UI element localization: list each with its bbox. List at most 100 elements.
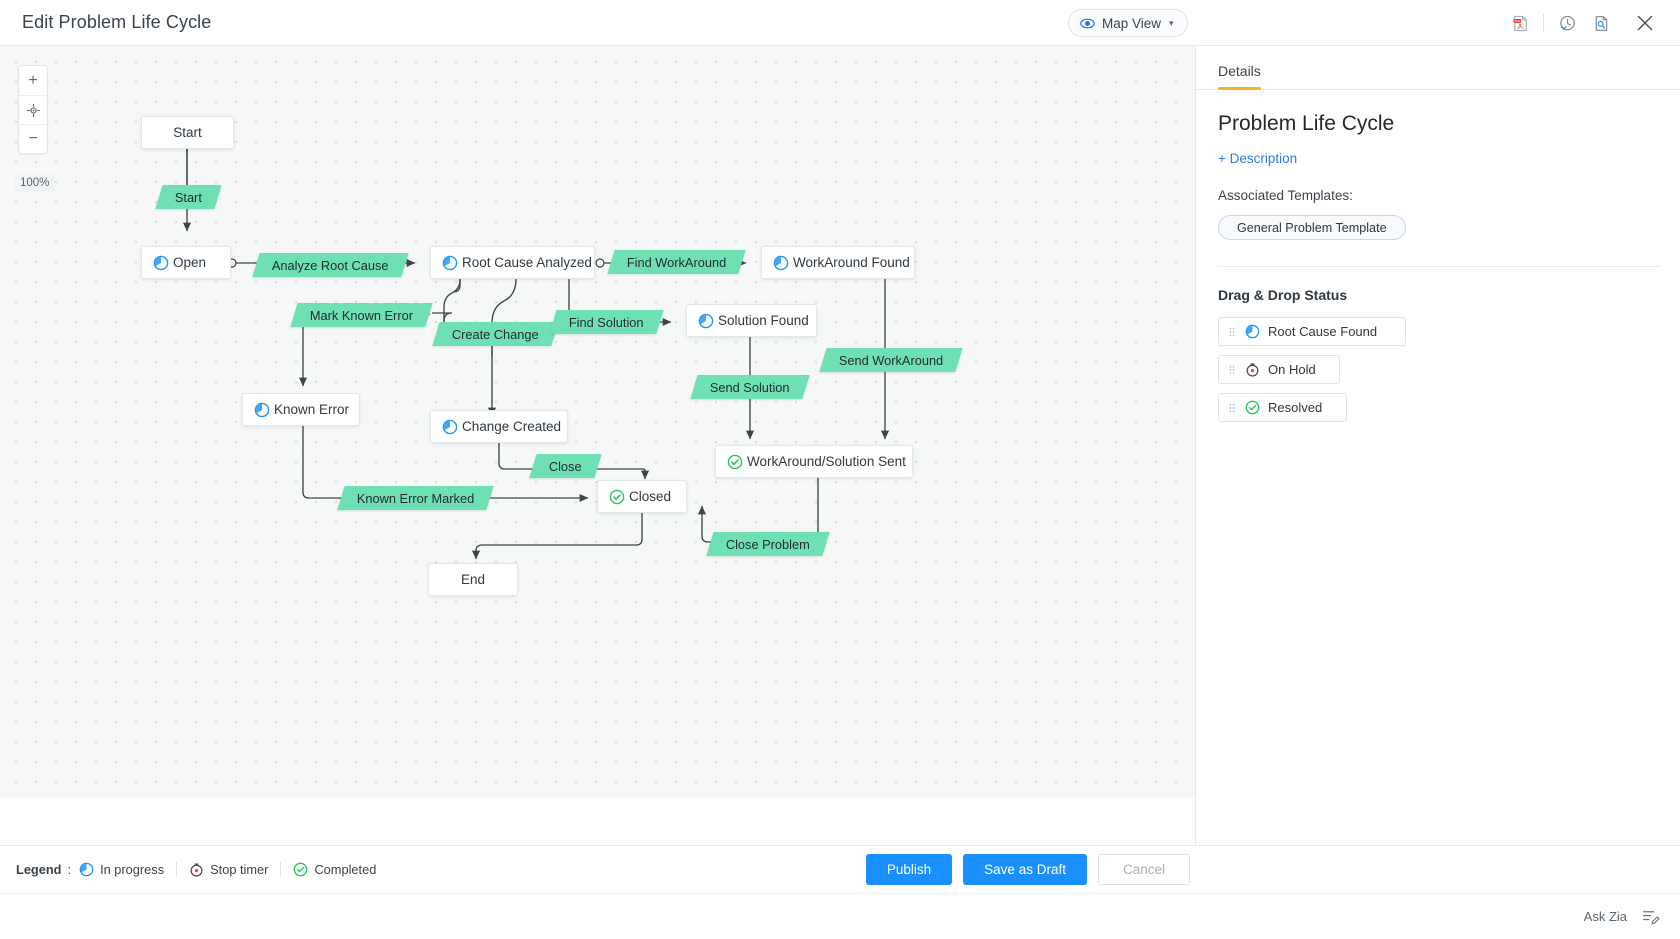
- details-panel: Details Problem Life Cycle + Description…: [1196, 46, 1680, 845]
- transition-label: Send Solution: [710, 379, 790, 395]
- footer-actions: Publish Save as Draft Cancel: [865, 854, 1190, 885]
- recenter-icon[interactable]: [19, 95, 47, 124]
- workflow-node-end[interactable]: End: [428, 563, 518, 596]
- completed-icon: [727, 454, 743, 470]
- zoom-out-button[interactable]: −: [19, 124, 47, 153]
- workflow-node-wafound[interactable]: WorkAround Found: [761, 246, 915, 279]
- transition-label: Known Error Marked: [357, 490, 475, 506]
- transition-chip[interactable]: Start: [155, 185, 222, 209]
- transition-label: Mark Known Error: [310, 307, 414, 323]
- save-as-draft-button[interactable]: Save as Draft: [963, 854, 1087, 885]
- transition-chip[interactable]: Analyze Root Cause: [252, 253, 409, 277]
- audit-log-icon[interactable]: [1584, 6, 1618, 40]
- workflow-node-closed[interactable]: Closed: [597, 480, 687, 513]
- stop-timer-icon: [189, 862, 204, 877]
- in-progress-icon: [442, 255, 458, 271]
- publish-button[interactable]: Publish: [865, 854, 953, 885]
- transition-chip[interactable]: Create Change: [432, 322, 559, 346]
- ask-zia-bar: Ask Zia: [0, 893, 1680, 939]
- panel-tab-bar: Details: [1196, 46, 1680, 90]
- add-description-link[interactable]: + Description: [1218, 151, 1298, 166]
- workflow-node-rca[interactable]: Root Cause Analyzed: [430, 246, 595, 279]
- history-icon[interactable]: [1550, 6, 1584, 40]
- legend-divider: [280, 862, 282, 877]
- in-progress-icon: [698, 313, 714, 329]
- transition-label: Start: [175, 189, 203, 205]
- zoom-in-button[interactable]: +: [28, 71, 38, 89]
- legend-label: Legend: [16, 862, 62, 877]
- workflow-node-solfound[interactable]: Solution Found: [686, 304, 817, 337]
- drag-drop-status-list: Root Cause Found On Hold: [1218, 317, 1658, 422]
- legend-item-label: Stop timer: [210, 862, 269, 877]
- transition-chip[interactable]: Find WorkAround: [607, 250, 747, 274]
- status-item-label: Root Cause Found: [1268, 324, 1378, 339]
- workflow-node-kerror[interactable]: Known Error: [242, 393, 360, 426]
- transition-label: Analyze Root Cause: [272, 257, 389, 273]
- app-header: Edit Problem Life Cycle Map View ▾ PDF: [0, 0, 1680, 46]
- cancel-button[interactable]: Cancel: [1097, 854, 1190, 885]
- legend-item-in-progress: In progress: [79, 862, 176, 877]
- transition-chip[interactable]: Send Solution: [690, 375, 810, 399]
- close-icon[interactable]: [1628, 6, 1662, 40]
- zoom-level-label: 100%: [14, 174, 56, 192]
- canvas-right-border: [1195, 46, 1196, 845]
- drag-handle-icon[interactable]: [1219, 402, 1245, 414]
- lifecycle-name: Problem Life Cycle: [1218, 112, 1395, 135]
- workflow-node-chgcre[interactable]: Change Created: [430, 410, 568, 443]
- map-view-dropdown[interactable]: Map View ▾: [1068, 9, 1188, 37]
- legend-item-completed: Completed: [281, 862, 388, 877]
- workflow-node-start[interactable]: Start: [141, 116, 234, 149]
- ask-zia-label[interactable]: Ask Zia: [1583, 909, 1627, 924]
- transition-chip[interactable]: Send WorkAround: [819, 348, 964, 372]
- in-progress-icon: [254, 402, 270, 418]
- legend-item-stop-timer: Stop timer: [177, 862, 280, 877]
- workflow-node-open[interactable]: Open: [141, 246, 231, 279]
- status-item-on-hold[interactable]: On Hold: [1218, 355, 1340, 384]
- workflow-node-wasent[interactable]: WorkAround/Solution Sent: [715, 445, 913, 478]
- transition-label: Close: [549, 458, 582, 474]
- transition-chip[interactable]: Close Problem: [706, 532, 830, 556]
- node-label: Solution Found: [718, 313, 809, 328]
- node-label: Known Error: [274, 402, 350, 417]
- legend-divider: [176, 862, 178, 877]
- template-pill[interactable]: General Problem Template: [1218, 215, 1406, 240]
- svg-text:PDF: PDF: [1514, 19, 1520, 23]
- status-item-label: Resolved: [1268, 400, 1323, 415]
- transition-label: Send WorkAround: [839, 352, 944, 368]
- node-label: WorkAround Found: [793, 255, 910, 270]
- in-progress-icon: [1245, 324, 1260, 339]
- completed-icon: [609, 489, 625, 505]
- tab-details[interactable]: Details: [1218, 63, 1261, 90]
- node-label: Open: [173, 255, 207, 270]
- drag-handle-icon[interactable]: [1219, 364, 1245, 376]
- workflow-edges: [182, 146, 890, 560]
- transition-chip[interactable]: Find Solution: [549, 310, 664, 334]
- transition-chip[interactable]: Close: [529, 454, 602, 478]
- status-item-root-cause-found[interactable]: Root Cause Found: [1218, 317, 1407, 346]
- header-icon-group: PDF: [1503, 0, 1662, 46]
- transition-label: Create Change: [452, 326, 539, 342]
- zia-pen-icon[interactable]: [1641, 907, 1660, 926]
- map-view-label: Map View: [1102, 15, 1162, 31]
- node-label: Root Cause Analyzed: [462, 255, 592, 270]
- legend-items: In progress Stop timer Completed: [79, 862, 388, 877]
- transition-chip[interactable]: Mark Known Error: [290, 303, 433, 327]
- node-label: Change Created: [462, 419, 562, 434]
- pdf-export-icon[interactable]: PDF: [1503, 6, 1537, 40]
- legend: Legend : In progress Stop timer Completed: [16, 862, 388, 877]
- legend-colon: :: [67, 862, 72, 877]
- transition-chip[interactable]: Known Error Marked: [337, 486, 495, 510]
- in-progress-icon: [153, 255, 169, 271]
- associated-templates-label: Associated Templates:: [1218, 188, 1353, 203]
- node-label: WorkAround/Solution Sent: [747, 454, 906, 469]
- legend-item-label: Completed: [314, 862, 377, 877]
- page-title: Edit Problem Life Cycle: [22, 12, 212, 32]
- eye-icon: [1080, 16, 1095, 31]
- in-progress-icon: [442, 419, 458, 435]
- in-progress-icon: [79, 862, 94, 877]
- drag-handle-icon[interactable]: [1219, 326, 1245, 338]
- status-item-resolved[interactable]: Resolved: [1218, 393, 1348, 422]
- stop-timer-icon: [1245, 362, 1260, 377]
- completed-icon: [1245, 400, 1260, 415]
